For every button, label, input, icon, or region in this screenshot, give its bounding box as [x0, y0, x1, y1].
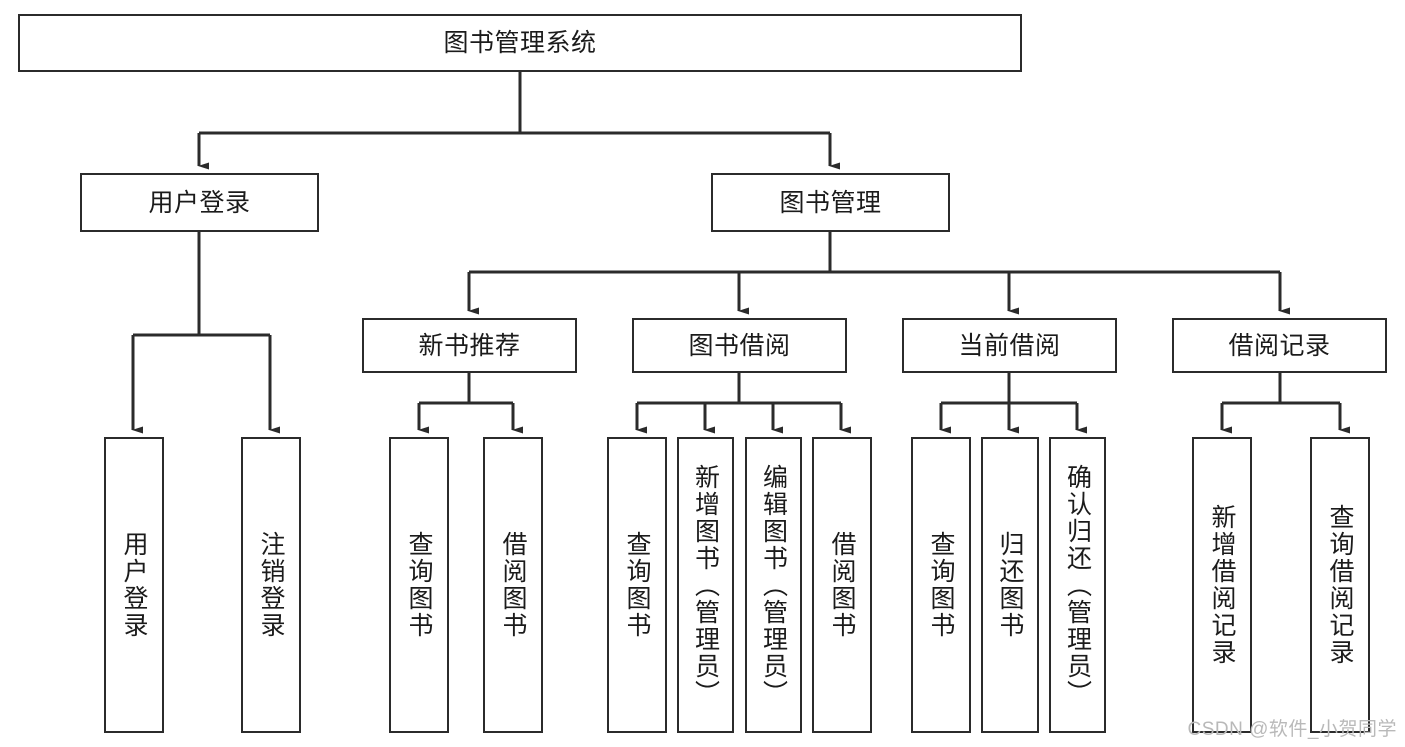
node-label: 查询图书 — [623, 531, 651, 639]
node-label: 借阅记录 — [1228, 331, 1331, 360]
node-book-management[interactable]: 图书管理 — [711, 173, 950, 232]
node-label: 归还图书 — [996, 531, 1024, 639]
leaf-borrow-query-book[interactable]: 查询图书 — [607, 437, 667, 733]
leaf-current-confirm-return-admin[interactable]: 确认归还（管理员） — [1049, 437, 1106, 733]
node-label: 当前借阅 — [958, 331, 1061, 360]
node-label: 新增图书（管理员） — [691, 463, 720, 707]
leaf-record-add-record[interactable]: 新增借阅记录 — [1192, 437, 1252, 733]
node-label: 确认归还（管理员） — [1063, 463, 1092, 707]
leaf-current-return-book[interactable]: 归还图书 — [981, 437, 1039, 733]
node-new-book-recommend[interactable]: 新书推荐 — [362, 318, 577, 373]
leaf-borrow-edit-book-admin[interactable]: 编辑图书（管理员） — [745, 437, 802, 733]
node-label: 图书借阅 — [688, 331, 791, 360]
leaf-current-query-book[interactable]: 查询图书 — [911, 437, 971, 733]
leaf-borrow-borrow-book[interactable]: 借阅图书 — [812, 437, 872, 733]
node-label: 图书管理系统 — [443, 29, 597, 57]
node-label: 查询图书 — [405, 531, 433, 639]
leaf-user-login-login[interactable]: 用户登录 — [104, 437, 164, 733]
leaf-record-query-record[interactable]: 查询借阅记录 — [1310, 437, 1370, 733]
node-label: 新增借阅记录 — [1208, 504, 1236, 666]
watermark: CSDN @软件_小贺同学 — [1187, 719, 1397, 740]
node-user-login[interactable]: 用户登录 — [80, 173, 319, 232]
node-book-borrow[interactable]: 图书借阅 — [632, 318, 847, 373]
leaf-recommend-borrow-book[interactable]: 借阅图书 — [483, 437, 543, 733]
node-label: 借阅图书 — [499, 531, 527, 639]
node-label: 用户登录 — [148, 188, 251, 217]
node-root-system[interactable]: 图书管理系统 — [18, 14, 1022, 72]
leaf-user-login-logout[interactable]: 注销登录 — [241, 437, 301, 733]
node-label: 查询借阅记录 — [1326, 504, 1354, 666]
node-label: 借阅图书 — [828, 531, 856, 639]
node-label: 编辑图书（管理员） — [759, 463, 788, 707]
leaf-borrow-add-book-admin[interactable]: 新增图书（管理员） — [677, 437, 734, 733]
node-current-borrow[interactable]: 当前借阅 — [902, 318, 1117, 373]
node-label: 图书管理 — [779, 188, 882, 217]
node-label: 查询图书 — [927, 531, 955, 639]
leaf-recommend-query-book[interactable]: 查询图书 — [389, 437, 449, 733]
node-label: 注销登录 — [257, 531, 285, 639]
node-label: 用户登录 — [120, 531, 148, 639]
node-label: 新书推荐 — [418, 331, 521, 360]
node-borrow-record[interactable]: 借阅记录 — [1172, 318, 1387, 373]
